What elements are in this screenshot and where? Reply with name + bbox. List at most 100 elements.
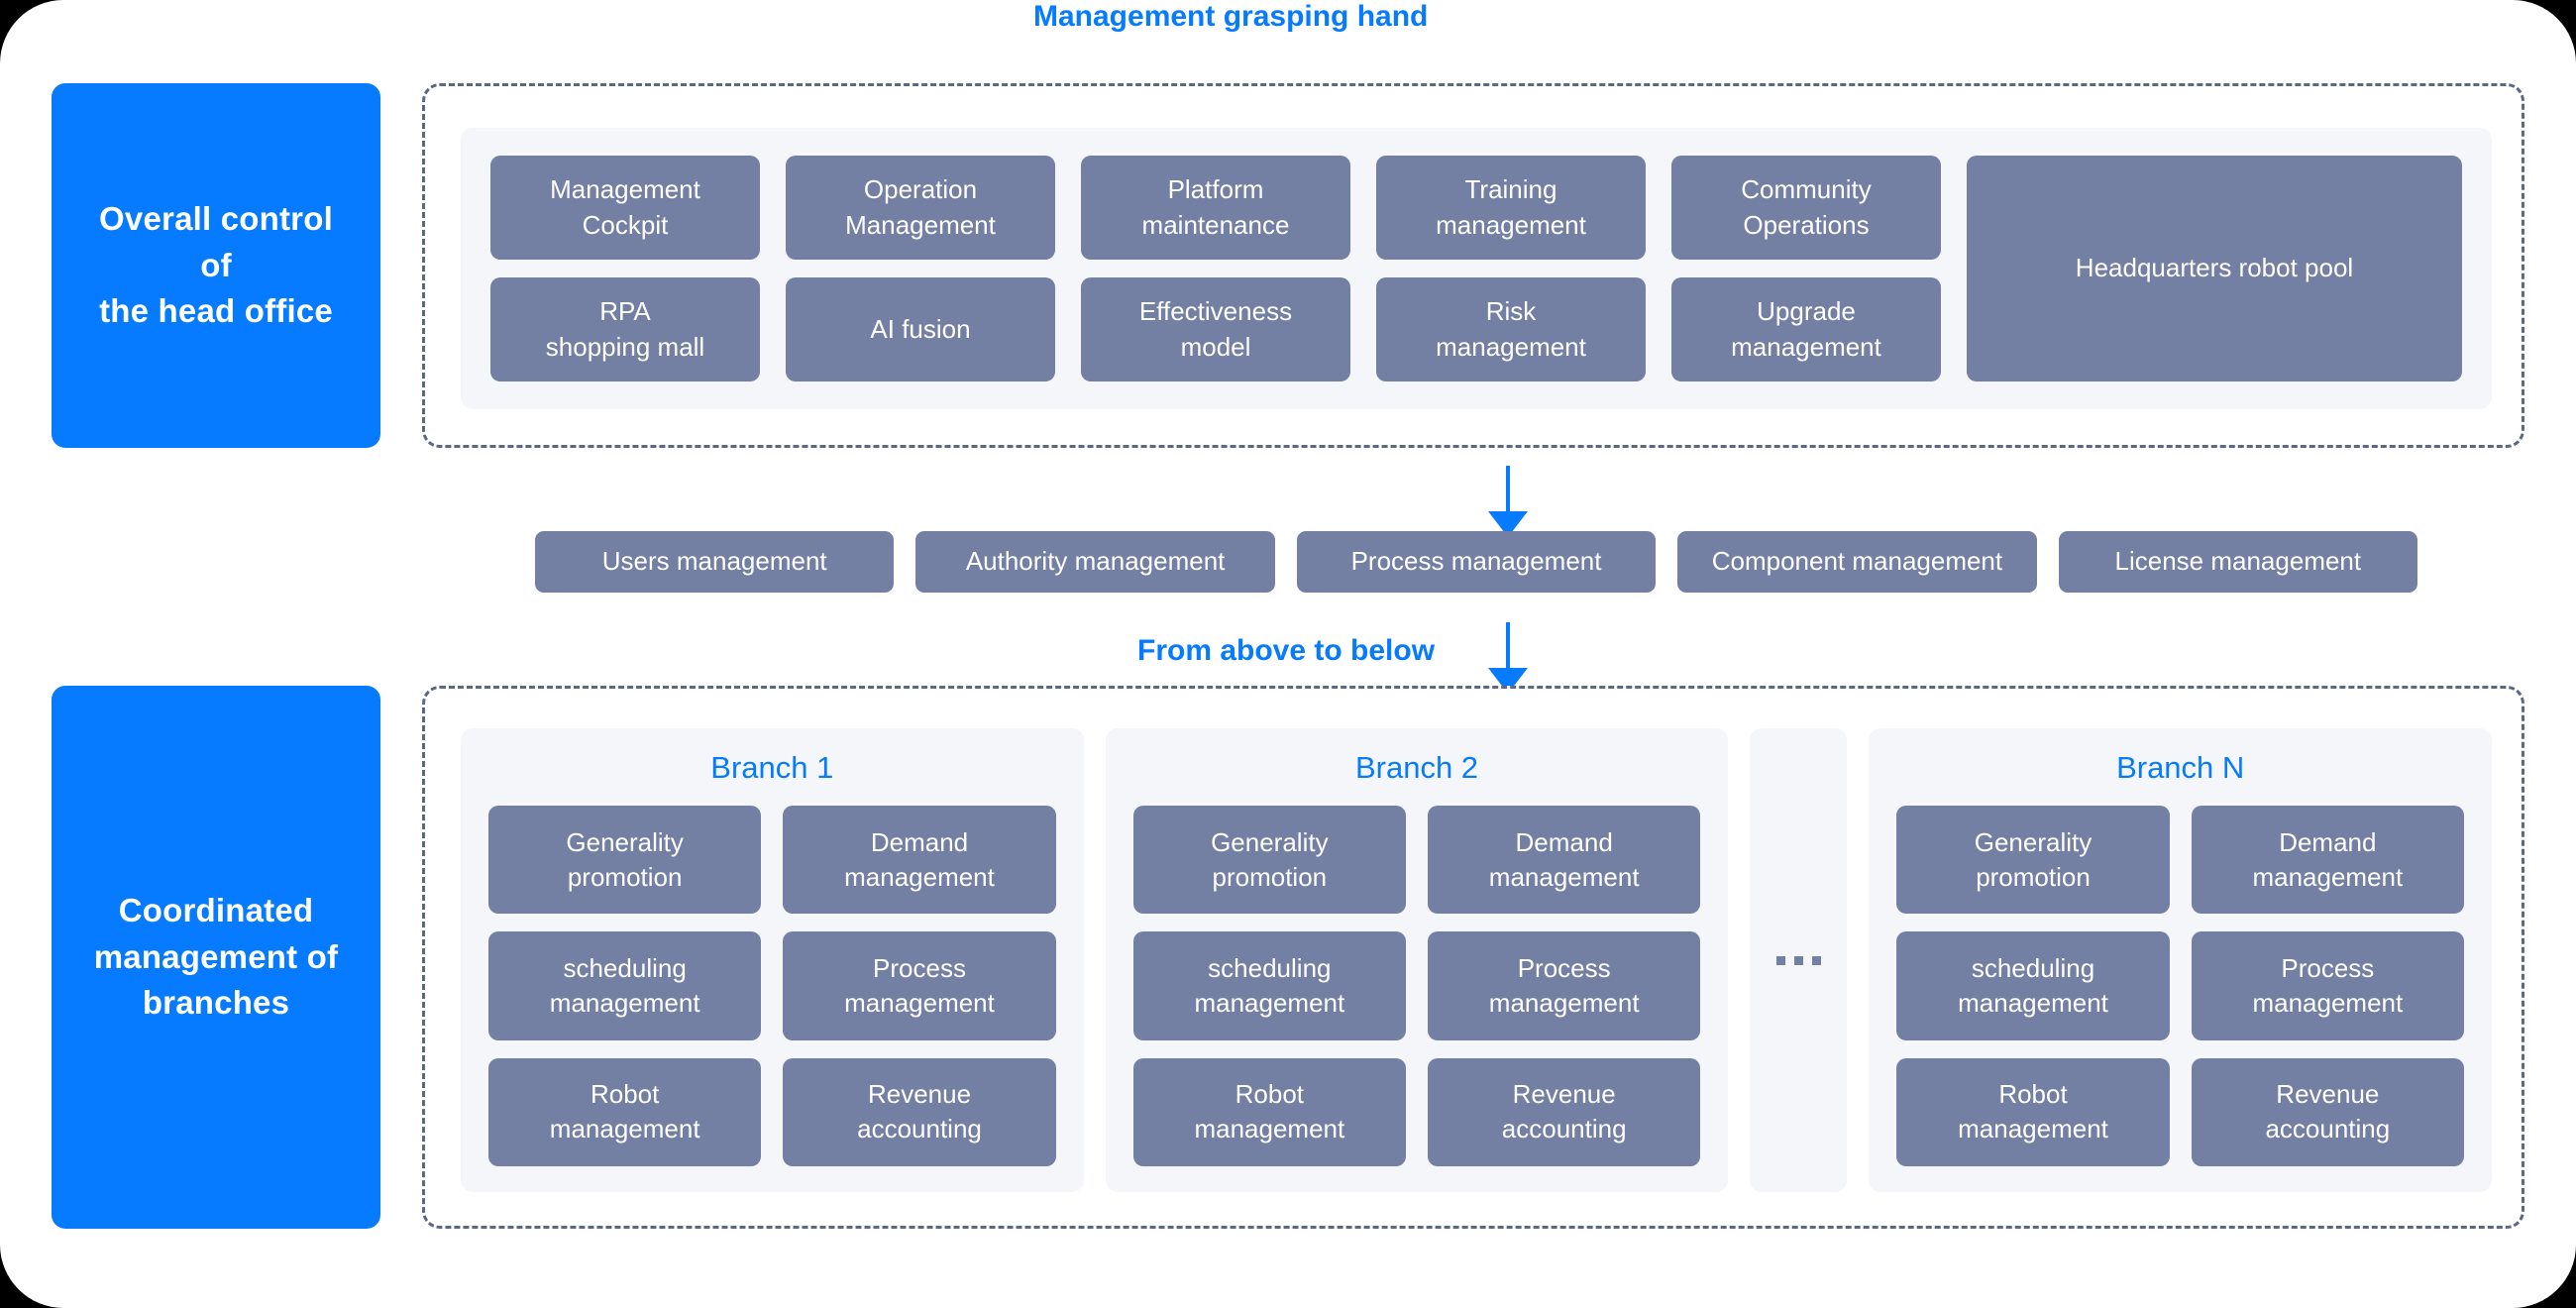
branch-module-label-line: accounting <box>2265 1114 2391 1144</box>
branch-module-label-line: Revenue <box>867 1079 972 1110</box>
branch-module-label-line: management <box>1958 1114 2108 1144</box>
branch-module-label-line: scheduling <box>1208 952 1332 983</box>
branch-module-box[interactable]: Generality promotion <box>1896 806 2170 915</box>
branch-module-box[interactable]: Process management <box>1428 931 1701 1040</box>
branch-module-label-line: Process <box>1517 952 1611 983</box>
head-office-module-label-line: Effectiveness <box>1138 296 1293 327</box>
branch-module-label-line: Generality <box>1974 826 2093 857</box>
branch-module-label-line: management <box>549 1114 700 1144</box>
branch-module-label-line: Process <box>2281 952 2375 983</box>
branch-module-label: Process management <box>2252 951 2403 1021</box>
management-capability-box[interactable]: License management <box>2058 531 2418 593</box>
arrow-down-icon-from-above <box>1488 622 1528 694</box>
management-capability-box[interactable]: Users management <box>535 531 895 593</box>
branch-module-label-line: scheduling <box>1971 952 2095 983</box>
branch-module-box[interactable]: scheduling management <box>1896 931 2170 1040</box>
branch-module-label-line: management <box>1958 987 2108 1018</box>
headquarters-robot-pool-wrap: Headquarters robot pool <box>1967 156 2462 382</box>
headquarters-robot-pool-box[interactable]: Headquarters robot pool <box>1967 156 2462 382</box>
head-office-module-box[interactable]: AI fusion <box>786 277 1055 382</box>
head-office-module-box[interactable]: Upgrade management <box>1671 277 1941 382</box>
branch-module-label-line: management <box>1488 987 1640 1018</box>
branch-module-box[interactable]: Process management <box>2191 931 2465 1040</box>
branch-module-label-line: Revenue <box>1512 1079 1616 1110</box>
management-capability-box[interactable]: Component management <box>1677 531 2037 593</box>
head-office-module-label-line: Upgrade <box>1757 296 1856 327</box>
branch-module-label-line: accounting <box>857 1114 982 1144</box>
head-office-label-line: of <box>200 246 232 283</box>
head-office-module-label-line: maintenance <box>1141 209 1290 240</box>
branch-module-label: Robot management <box>1958 1077 2108 1146</box>
branch-module-box[interactable]: Revenue accounting <box>783 1057 1056 1166</box>
branch-module-label-line: management <box>2252 987 2404 1018</box>
management-capability-box[interactable]: Process management <box>1296 531 1657 593</box>
arrow-shaft <box>1506 622 1510 670</box>
branch-module-label: scheduling management <box>1958 951 2108 1021</box>
head-office-module-label-line: management <box>1436 209 1586 240</box>
branch-module-label: Revenue accounting <box>857 1077 982 1146</box>
branch-module-label-line: management <box>844 861 995 892</box>
branch-module-label: Demand management <box>844 825 995 895</box>
branches-label-line: Coordinated <box>118 891 314 928</box>
head-office-module-label-line: management <box>1731 331 1881 362</box>
branch-title: Branch N <box>2116 750 2245 785</box>
management-capability-box[interactable]: Authority management <box>915 531 1275 593</box>
head-office-module-label-line: Operations <box>1743 209 1870 240</box>
branch-module-label-line: Demand <box>2279 826 2377 857</box>
head-office-module-label-line: Cockpit <box>582 209 669 240</box>
head-office-label-line: Overall control <box>99 199 333 237</box>
branch-module-label-line: Robot <box>1998 1079 2068 1110</box>
branch-module-box[interactable]: Robot management <box>1896 1057 2170 1166</box>
head-office-module-label-line: Operation <box>863 174 978 205</box>
head-office-module-label: AI fusion <box>870 312 970 347</box>
branch-module-label: Generality promotion <box>1975 825 2093 895</box>
branch-module-label-line: Demand <box>870 826 969 857</box>
branch-module-label-line: promotion <box>1976 861 2091 892</box>
branch-module-box[interactable]: Demand management <box>783 806 1056 915</box>
ellipsis-icon <box>1775 955 1821 965</box>
